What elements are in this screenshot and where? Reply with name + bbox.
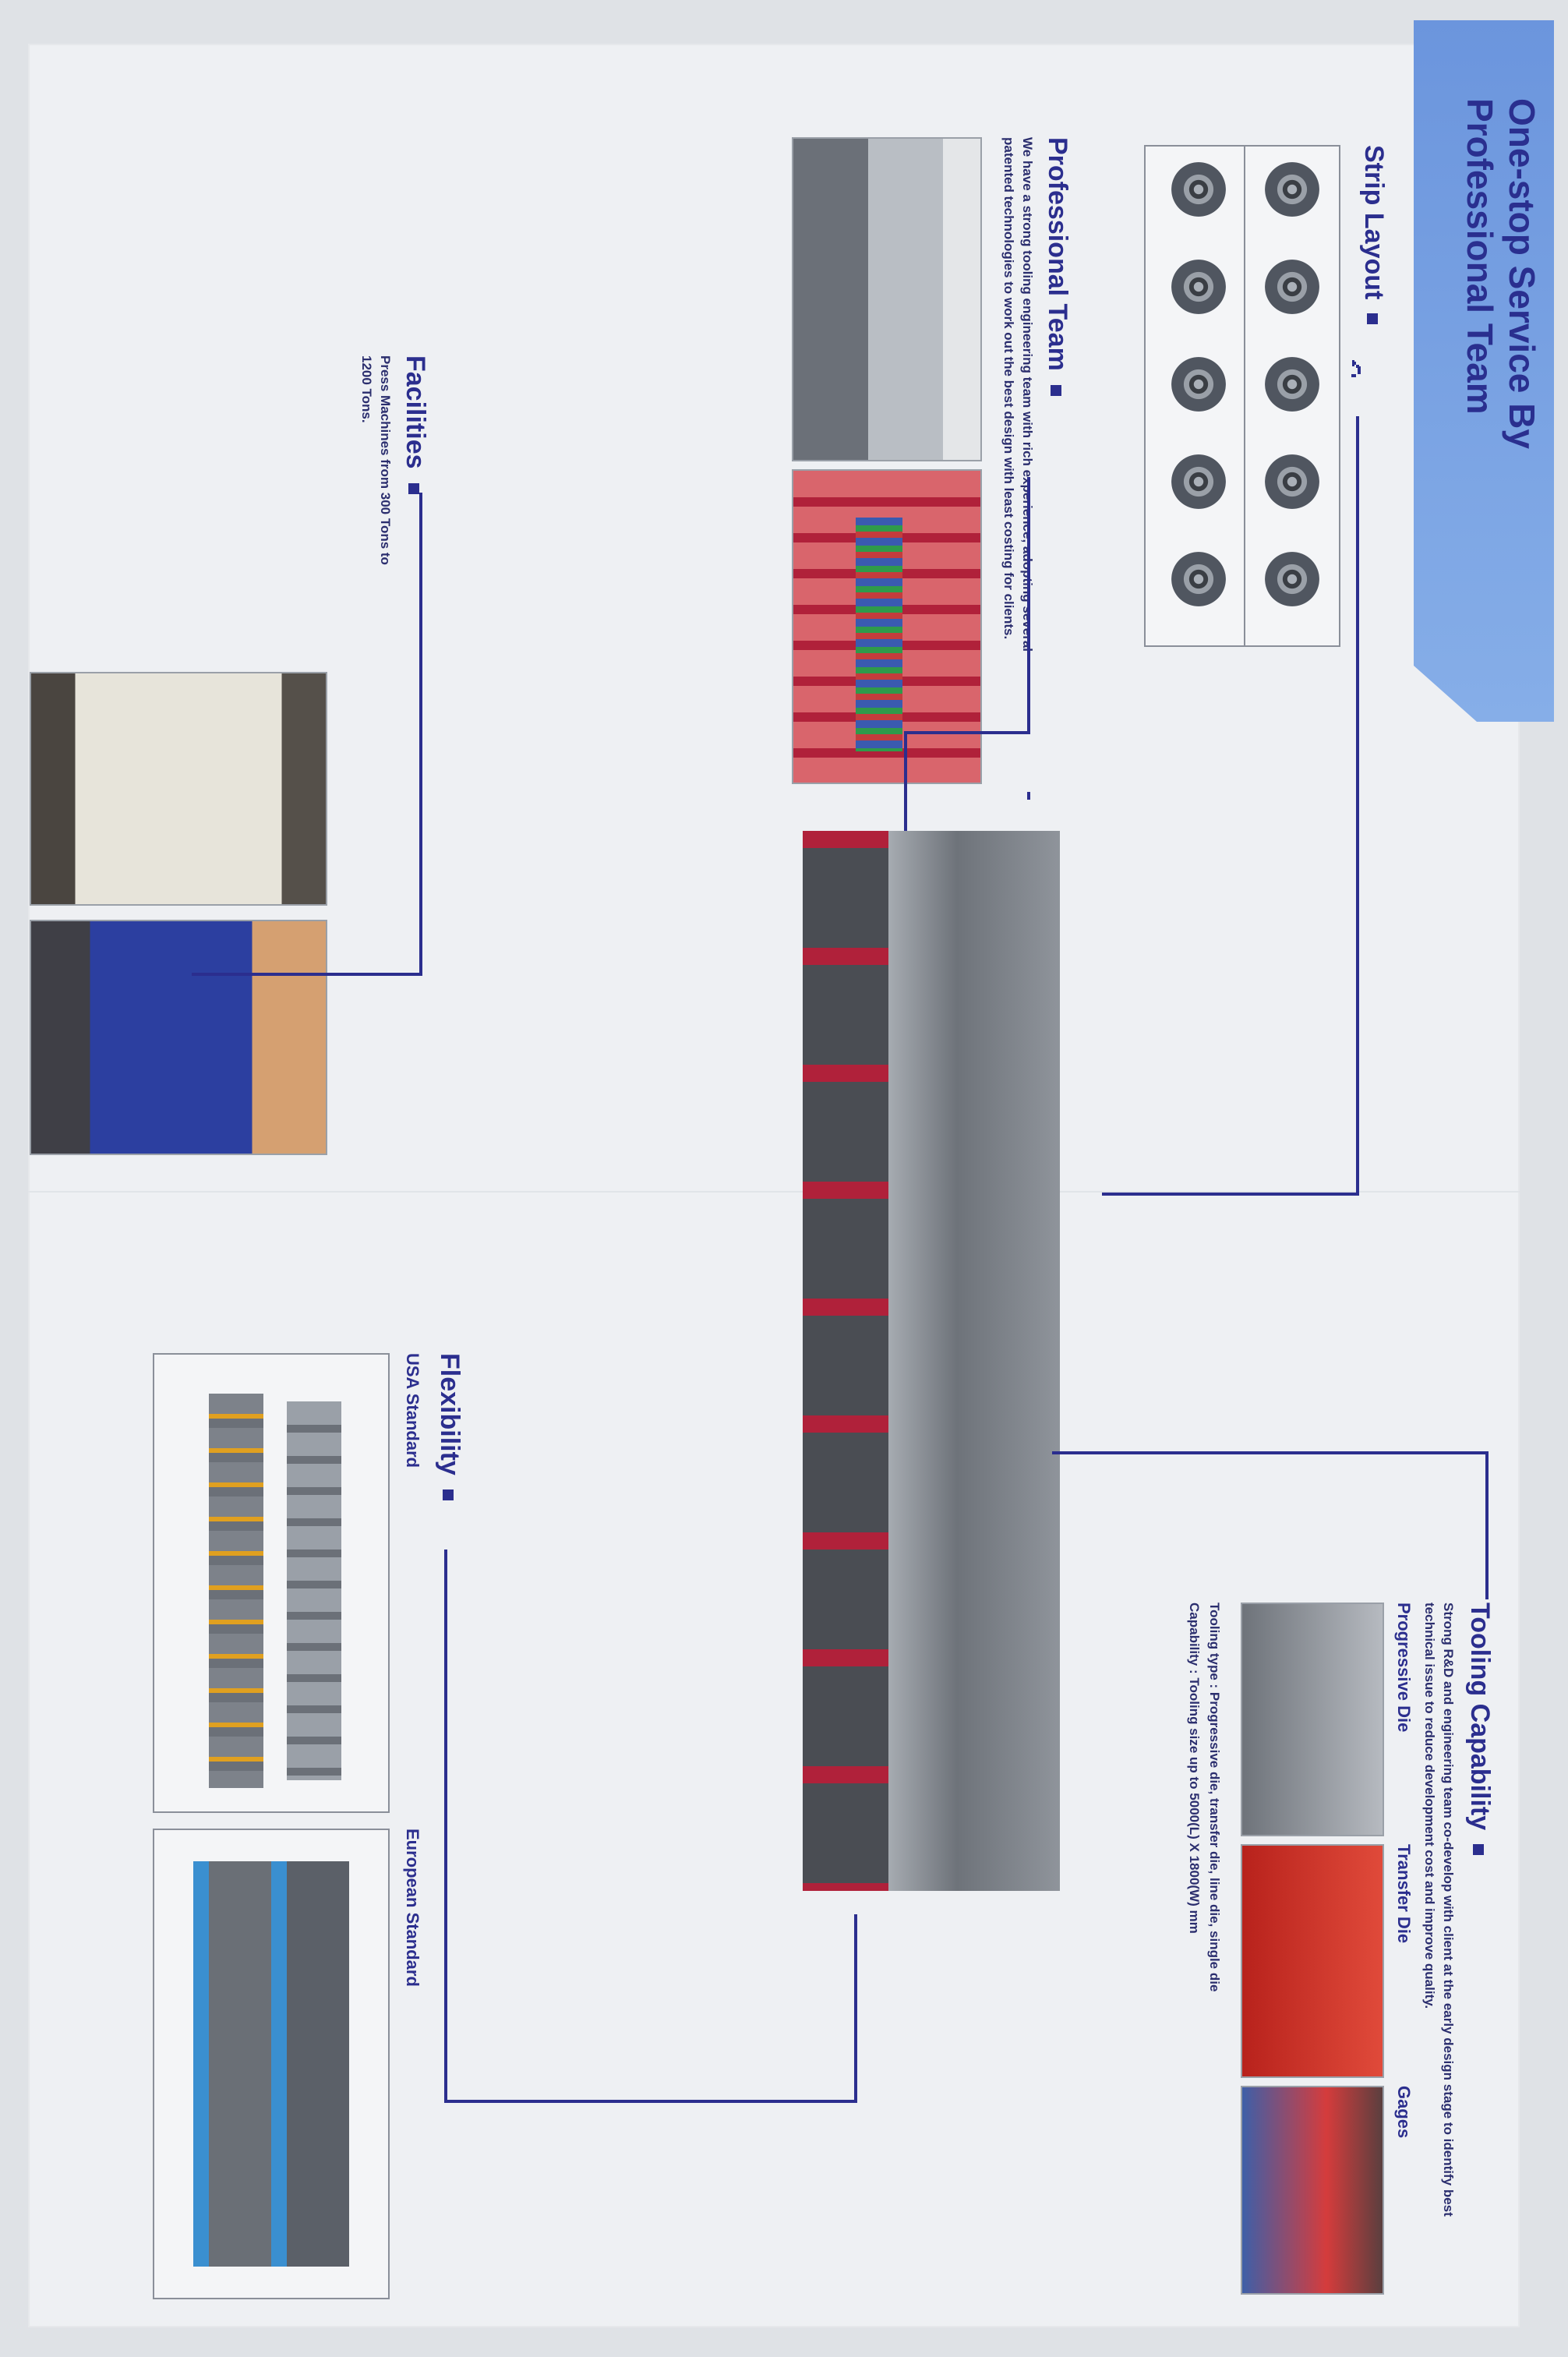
- strip-part-7: [1171, 260, 1226, 314]
- strip-part-5: [1265, 552, 1319, 606]
- tooling-type-text: Tooling type : Progressive die, transfer…: [1207, 1603, 1222, 1992]
- strip-part-6: [1171, 162, 1226, 217]
- professional-team-title: Professional Team: [1042, 137, 1072, 396]
- strip-part-10: [1171, 552, 1226, 606]
- tooling-capability-body: Strong R&D and engineering team co-devel…: [1422, 1603, 1456, 2217]
- label-european-standard: European Standard: [403, 1829, 422, 1987]
- square-bullet-icon: [1472, 1844, 1484, 1856]
- connector-line: [1351, 374, 1356, 377]
- flexibility-leader-rise: [444, 2100, 857, 2103]
- connector-line: [1352, 363, 1354, 366]
- usa-die-lower: [209, 1394, 263, 1788]
- professional-team-leader: [1027, 792, 1030, 800]
- square-bullet-icon: [1050, 384, 1061, 396]
- usa-die-upper: [287, 1401, 341, 1780]
- header-title: One-stop Service By Professional Team: [1460, 98, 1542, 449]
- label-gages: Gages: [1394, 2086, 1414, 2139]
- strip-layout-frame: [1144, 145, 1340, 647]
- die-lower-shoe: [803, 831, 888, 1891]
- professional-team-leader-drop: [906, 731, 1030, 734]
- facilities-body: Press Machines from 300 Tons to 1200 Ton…: [359, 355, 393, 565]
- press-machine-photo-1: [30, 672, 327, 906]
- flexibility-leader-end: [854, 1914, 857, 2101]
- die-design-detail: [856, 518, 902, 751]
- press-machine-photo-2: [30, 920, 327, 1155]
- facilities-leader-drop: [192, 973, 422, 976]
- tooling-capability-leader: [1485, 1451, 1489, 1599]
- professional-team-title-text: Professional Team: [1043, 137, 1072, 371]
- strip-part-4: [1265, 454, 1319, 509]
- flexibility-title-text: Flexibility: [435, 1353, 464, 1475]
- progressive-die-thumbnail: [1241, 1603, 1384, 1836]
- strip-layout-title: Strip Layout: [1358, 145, 1389, 325]
- strip-part-2: [1265, 260, 1319, 314]
- label-usa-standard: USA Standard: [403, 1353, 422, 1468]
- strip-part-8: [1171, 357, 1226, 412]
- tooling-capability-leader-drop: [1052, 1451, 1489, 1454]
- strip-divider: [1244, 147, 1245, 645]
- tooling-capability-title: Tooling Capability: [1464, 1603, 1495, 1856]
- transfer-die-thumbnail: [1241, 1844, 1384, 2078]
- strip-part-1: [1265, 162, 1319, 217]
- square-bullet-icon: [1366, 313, 1378, 325]
- label-progressive-die: Progressive Die: [1394, 1603, 1414, 1733]
- european-standard-frame: [153, 1829, 390, 2299]
- professional-team-body: We have a strong tooling engineering tea…: [1001, 137, 1035, 652]
- facilities-leader: [419, 493, 422, 976]
- die-upper-shoe: [888, 831, 1060, 1891]
- tooling-capability-title-text: Tooling Capability: [1465, 1603, 1495, 1831]
- label-transfer-die: Transfer Die: [1394, 1844, 1414, 1944]
- progressive-die-photo: [803, 831, 1060, 1891]
- european-die-photo: [193, 1861, 349, 2267]
- facilities-title-text: Facilities: [401, 355, 430, 469]
- strip-layout-leader: [1356, 416, 1359, 1196]
- header-banner: One-stop Service By Professional Team: [1414, 20, 1554, 722]
- die-design-3d-photo: [792, 469, 982, 784]
- brochure-content: One-stop Service By Professional Team St…: [28, 44, 1520, 2327]
- usa-standard-frame: [153, 1353, 390, 1813]
- facilities-title: Facilities: [400, 355, 430, 494]
- strip-part-3: [1265, 357, 1319, 412]
- strip-part-9: [1171, 454, 1226, 509]
- flexibility-leader: [444, 1550, 447, 2103]
- connector-line: [1358, 371, 1361, 374]
- professional-team-leader-top: [1027, 477, 1030, 734]
- fold-crease: [28, 1191, 1520, 1193]
- square-bullet-icon: [442, 1489, 454, 1500]
- gages-thumbnail: [1241, 2086, 1384, 2295]
- engineering-office-photo: [792, 137, 982, 461]
- flexibility-title: Flexibility: [434, 1353, 464, 1500]
- square-bullet-icon: [408, 482, 419, 494]
- strip-layout-title-text: Strip Layout: [1359, 145, 1389, 300]
- strip-layout-leader-drop: [1102, 1193, 1359, 1196]
- capability-text: Capability : Tooling size up to 5000(L) …: [1187, 1603, 1202, 1934]
